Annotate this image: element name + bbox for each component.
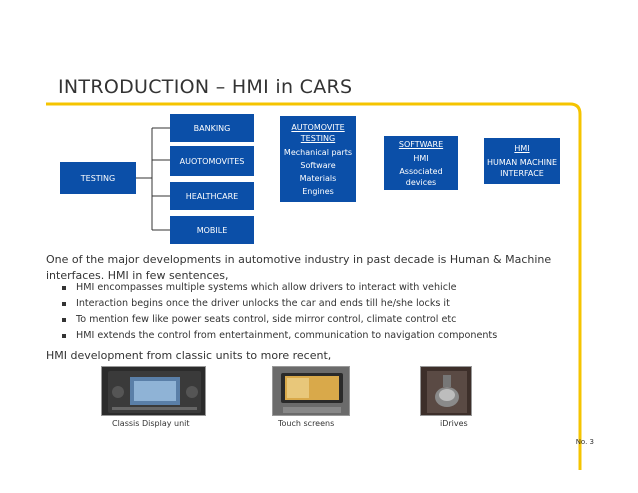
hmi-box: HMI HUMAN MACHINE INTERFACE — [484, 138, 560, 184]
subheading: HMI development from classic units to mo… — [46, 349, 332, 362]
hmi-heading: HMI — [514, 144, 530, 153]
software-box: SOFTWARE HMI Associated devices — [384, 136, 458, 190]
automovite-testing-box: AUTOMOVITE TESTING Mechanical parts Soft… — [280, 116, 356, 202]
software-item: devices — [405, 177, 437, 187]
bullet-item: Interaction begins once the driver unloc… — [62, 296, 612, 312]
domain-label: MOBILE — [196, 225, 228, 235]
automovite-item: Materials — [299, 173, 337, 183]
bullet-text: Interaction begins once the driver unloc… — [76, 298, 450, 309]
automovite-item: Software — [300, 160, 336, 170]
automovite-item: Engines — [302, 186, 334, 196]
automovite-heading-line2: TESTING — [300, 133, 336, 143]
bullet-square-icon — [62, 334, 66, 338]
classic-display-photo — [101, 366, 206, 416]
page-title: INTRODUCTION – HMI in CARS — [58, 76, 353, 98]
testing-box: TESTING — [60, 162, 136, 194]
bullet-list: HMI encompasses multiple systems which a… — [62, 280, 612, 344]
caption-classic-display: Classis Display unit — [112, 419, 190, 428]
automovite-item: Mechanical parts — [283, 147, 353, 157]
automovite-heading-line1: AUTOMOVITE — [291, 122, 345, 132]
intro-paragraph: One of the major developments in automot… — [46, 253, 552, 282]
software-item: HMI — [413, 153, 429, 163]
tree-connector — [135, 127, 170, 231]
bullet-text: HMI extends the control from entertainme… — [76, 330, 498, 341]
caption-touch-screens: Touch screens — [278, 419, 335, 428]
bullet-item: HMI encompasses multiple systems which a… — [62, 280, 612, 296]
hmi-item: INTERFACE — [500, 169, 544, 178]
domain-box-healthcare: HEALTHCARE — [170, 182, 254, 210]
bullet-text: To mention few like power seats control,… — [76, 314, 457, 325]
idrive-photo — [420, 366, 472, 416]
bullet-square-icon — [62, 302, 66, 306]
touch-screen-photo — [272, 366, 350, 416]
domain-box-banking: BANKING — [170, 114, 254, 142]
domain-box-automobiles: AUOTOMOVITES — [170, 146, 254, 176]
domain-label: AUOTOMOVITES — [179, 156, 245, 166]
idrive-image — [421, 367, 471, 415]
hmi-item: HUMAN MACHINE — [486, 158, 557, 167]
classic-display-image — [102, 367, 205, 415]
page-number: No. 3 — [575, 438, 594, 446]
touch-screen-image — [273, 367, 349, 415]
bullet-item: To mention few like power seats control,… — [62, 312, 612, 328]
bullet-square-icon — [62, 286, 66, 290]
bullet-text: HMI encompasses multiple systems which a… — [76, 282, 457, 293]
software-item: Associated — [399, 166, 443, 176]
software-heading: SOFTWARE — [398, 139, 444, 149]
caption-idrives: iDrives — [440, 419, 468, 428]
bullet-item: HMI extends the control from entertainme… — [62, 328, 612, 344]
domain-box-mobile: MOBILE — [170, 216, 254, 244]
testing-label: TESTING — [80, 173, 116, 183]
yellow-accent-curve — [46, 102, 582, 470]
bullet-square-icon — [62, 318, 66, 322]
domain-label: BANKING — [193, 123, 231, 133]
domain-label: HEALTHCARE — [185, 191, 239, 201]
